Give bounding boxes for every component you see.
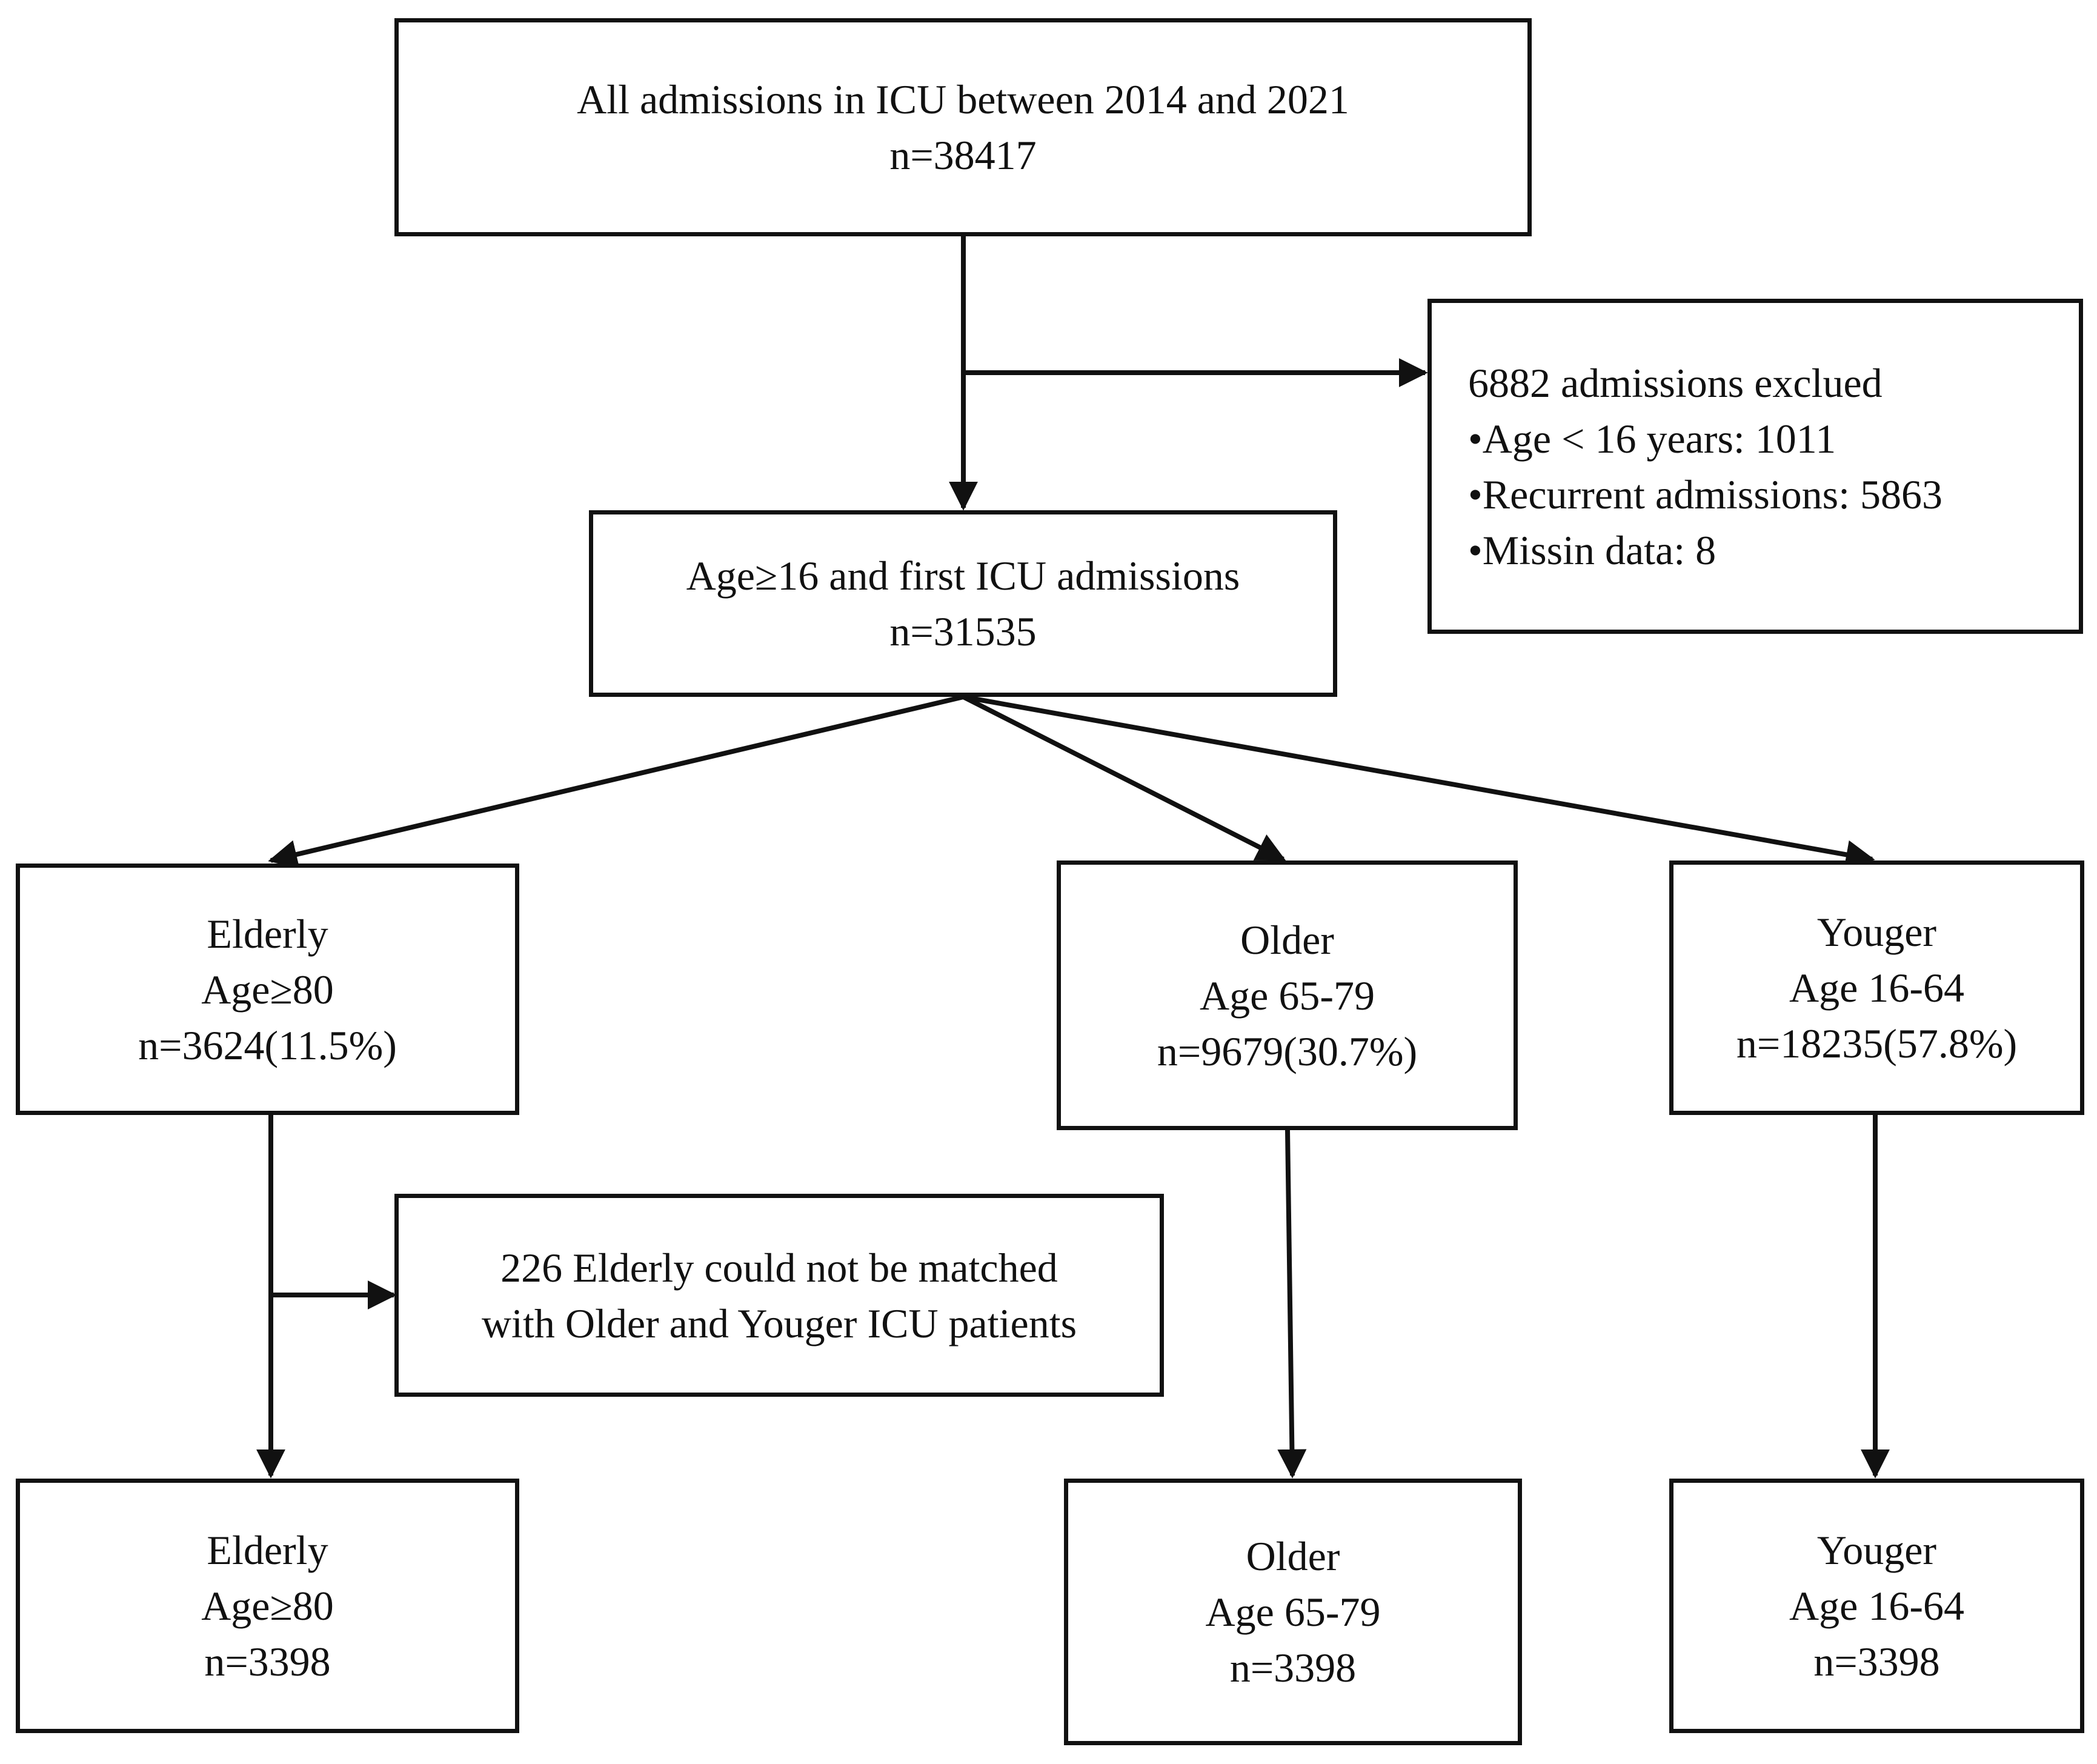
matched-elderly-name: Elderly [207,1527,328,1573]
younger-group-age: Age 16-64 [1789,965,1964,1011]
exclusion-title: 6882 admissions exclued [1468,359,1883,406]
arrow-older-to-matched [1277,1130,1307,1479]
elderly-group-age: Age≥80 [201,966,334,1013]
eligible-count: n=31535 [889,608,1037,654]
all-admissions-box: All admissions in ICU between 2014 and 2… [394,18,1532,236]
all-admissions-count: n=38417 [889,132,1037,178]
matched-elderly-box: Elderly Age≥80 n=3398 [16,1479,519,1733]
matched-older-count: n=3398 [1229,1645,1357,1691]
elderly-group-box: Elderly Age≥80 n=3624(11.5%) [16,864,519,1115]
younger-group-box: Youger Age 16-64 n=18235(57.8%) [1669,860,2084,1115]
younger-group-name: Youger [1816,909,1937,955]
matched-elderly-age: Age≥80 [201,1583,334,1629]
arrow-to-elderly [268,694,964,869]
matched-younger-name: Youger [1816,1527,1937,1573]
matched-older-age: Age 65-79 [1205,1589,1381,1635]
matched-younger-count: n=3398 [1813,1639,1940,1685]
arrow-to-younger [963,694,1875,870]
exclusion-item-recurrent: •Recurrent admissions: 5863 [1468,471,1943,518]
eligible-box: Age≥16 and first ICU admissions n=31535 [589,510,1337,697]
unmatched-box: 226 Elderly could not be matched with Ol… [394,1194,1164,1397]
elderly-group-count: n=3624(11.5%) [138,1022,397,1068]
matched-elderly-count: n=3398 [204,1639,331,1685]
unmatched-line-1: 226 Elderly could not be matched [500,1244,1058,1291]
matched-younger-box: Youger Age 16-64 n=3398 [1669,1479,2084,1733]
exclusion-item-age: •Age < 16 years: 1011 [1468,415,1836,462]
matched-older-box: Older Age 65-79 n=3398 [1064,1479,1522,1745]
older-group-count: n=9679(30.7%) [1157,1028,1418,1074]
older-group-box: Older Age 65-79 n=9679(30.7%) [1057,860,1518,1130]
older-group-age: Age 65-79 [1200,972,1375,1019]
older-group-name: Older [1240,916,1334,963]
matched-younger-age: Age 16-64 [1789,1583,1964,1629]
exclusion-box: 6882 admissions exclued •Age < 16 years:… [1427,299,2083,634]
younger-group-count: n=18235(57.8%) [1736,1020,2018,1067]
arrow-to-older [962,694,1286,862]
unmatched-line-2: with Older and Youger ICU patients [481,1300,1077,1346]
all-admissions-label: All admissions in ICU between 2014 and 2… [577,76,1349,122]
eligible-label: Age≥16 and first ICU admissions [686,553,1240,599]
exclusion-item-missing: •Missin data: 8 [1468,527,1716,573]
matched-older-name: Older [1246,1533,1340,1579]
elderly-group-name: Elderly [207,910,328,957]
